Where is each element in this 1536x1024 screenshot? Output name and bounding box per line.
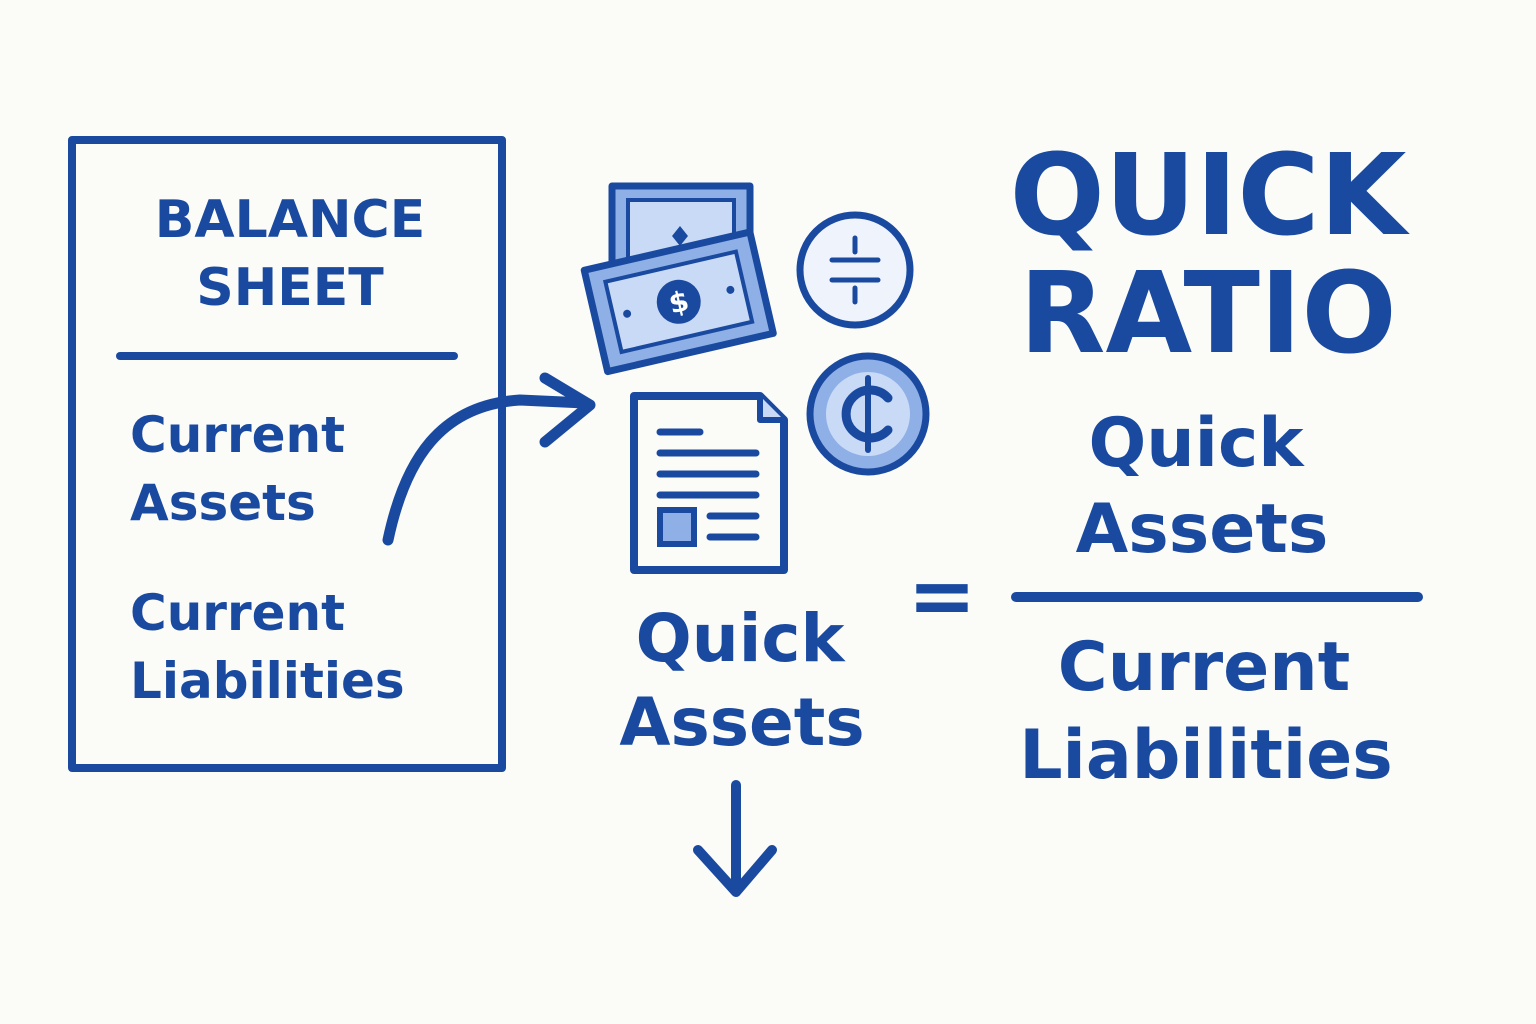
quick-assets-label-line2: Assets [619, 684, 865, 761]
denominator-line2: Liabilities [1019, 716, 1393, 795]
balance-sheet-title-line1: BALANCE [154, 190, 426, 250]
down-arrow-icon [693, 780, 777, 897]
dollar-bill-icon: $ [580, 228, 777, 376]
equals-sign: = [907, 549, 977, 644]
balance-sheet-title-line2: SHEET [196, 258, 384, 318]
coin-icon [796, 211, 914, 329]
numerator-line1: Quick [1088, 404, 1304, 483]
quick-ratio-title-line1: QUICK [1009, 131, 1407, 261]
current-assets-label-line2: Assets [130, 474, 316, 532]
denominator-line1: Current [1057, 628, 1351, 707]
current-assets-label-line1: Current [130, 406, 346, 464]
balance-sheet-box [68, 136, 506, 772]
current-liabilities-label-line2: Liabilities [130, 652, 405, 710]
document-icon [630, 392, 788, 574]
current-liabilities-label-line1: Current [130, 584, 346, 642]
curved-arrow-icon [382, 372, 596, 546]
cent-coin-icon [806, 352, 930, 476]
quick-ratio-title-line2: RATIO [1019, 249, 1397, 379]
quick-assets-label-line1: Quick [635, 600, 845, 677]
numerator-line2: Assets [1075, 490, 1329, 569]
